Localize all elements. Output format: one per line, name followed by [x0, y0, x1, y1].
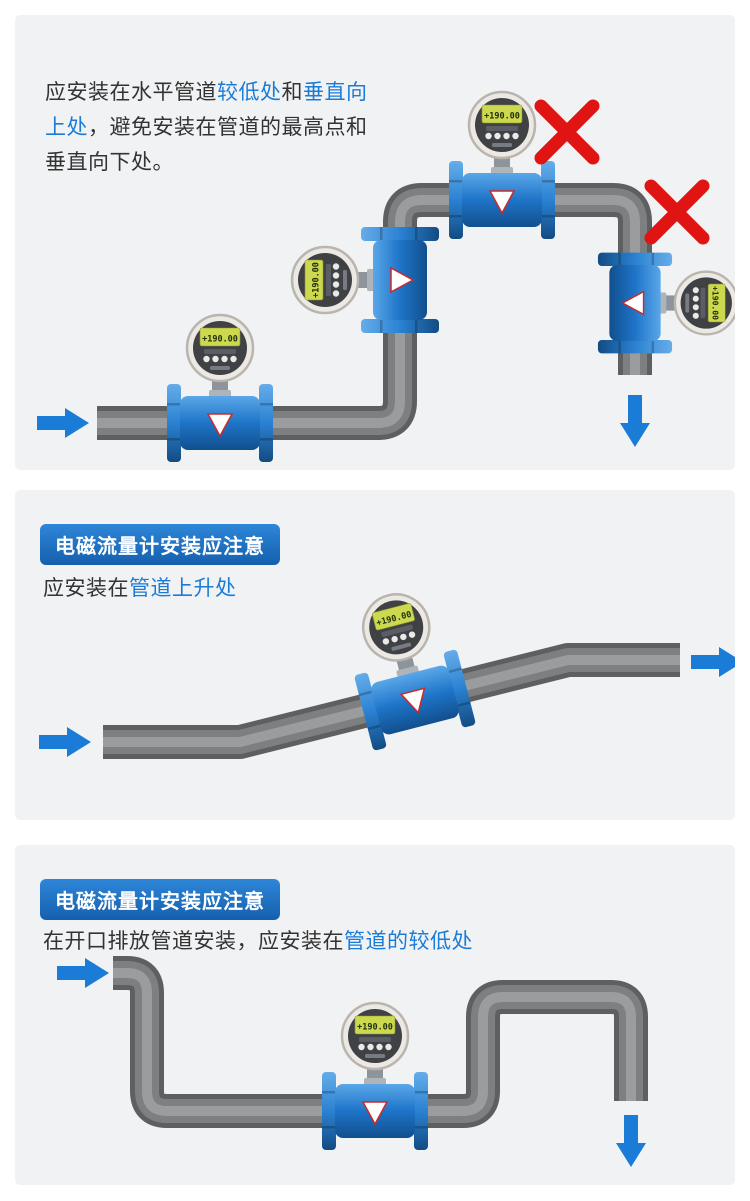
notice-badge: 电磁流量计安装应注意 — [40, 879, 280, 920]
description-text: 应安装在水平管道 — [45, 81, 217, 104]
description-text: 和 — [281, 81, 303, 104]
flow-out-arrow — [691, 647, 735, 677]
panel2-caption: 应安装在管道上升处 — [43, 572, 237, 602]
caption-highlight: 管道的较低处 — [344, 930, 473, 953]
panel-rising-pipe: 电磁流量计安装应注意 应安装在管道上升处 — [15, 490, 735, 820]
panel-installation-rules: 应安装在水平管道较低处和垂直向上处，避免安装在管道的最高点和垂直向下处。 — [15, 15, 735, 470]
flow-out-arrow — [620, 395, 650, 447]
flow-in-arrow — [37, 408, 89, 438]
panel3-caption: 在开口排放管道安装，应安装在管道的较低处 — [43, 925, 473, 955]
caption-highlight: 管道上升处 — [129, 577, 237, 600]
flow-out-arrow — [616, 1115, 646, 1167]
flowmeter-high-point-wrong — [447, 90, 557, 241]
description-highlight: 较低处 — [217, 81, 282, 104]
pipe — [97, 183, 652, 440]
flowmeter-vertical-up — [290, 225, 441, 335]
pipe-diagram-rising — [39, 580, 735, 759]
description-text: ，避免安装在管道的最高点和垂直向下处。 — [45, 116, 368, 174]
flow-in-arrow — [39, 727, 91, 757]
pipe — [110, 956, 648, 1128]
flowmeter-vertical-down-wrong — [596, 251, 735, 355]
wrong-mark-high-point — [541, 106, 593, 158]
pipe-diagram-discharge — [57, 956, 648, 1167]
flowmeter-horizontal-low — [165, 313, 275, 464]
panel1-description: 应安装在水平管道较低处和垂直向上处，避免安装在管道的最高点和垂直向下处。 — [45, 75, 377, 180]
caption-text: 在开口排放管道安装，应安装在 — [43, 930, 344, 953]
notice-badge: 电磁流量计安装应注意 — [40, 524, 280, 565]
panel-open-discharge: 电磁流量计安装应注意 在开口排放管道安装，应安装在管道的较低处 — [15, 845, 735, 1185]
flow-in-arrow — [57, 958, 109, 988]
pipe-diagram-overview — [37, 90, 735, 464]
wrong-mark-vertical-down — [651, 186, 703, 238]
flowmeter-at-low-point — [320, 1001, 430, 1152]
description-highlight: 垂直向上处 — [45, 81, 368, 139]
caption-text: 应安装在 — [43, 577, 129, 600]
